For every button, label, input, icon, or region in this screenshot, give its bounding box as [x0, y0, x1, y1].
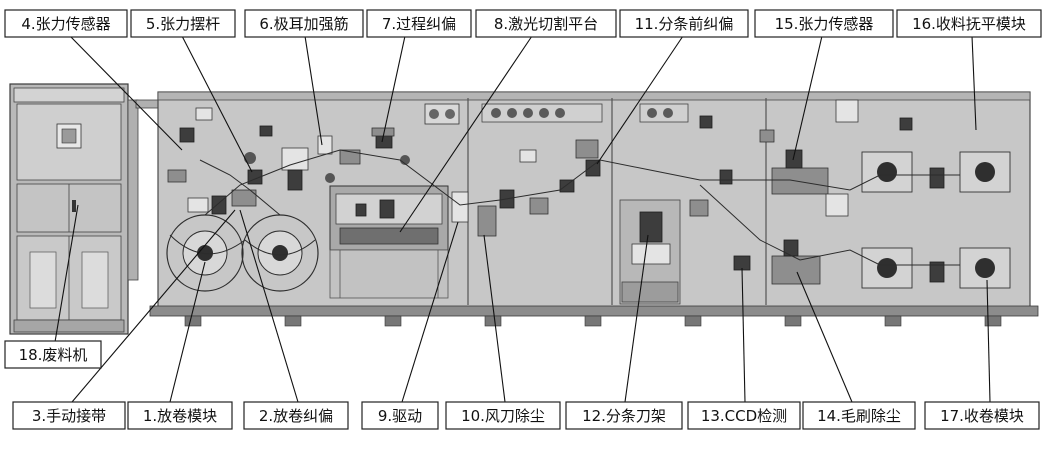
label-3-text: 3.手动接带 — [32, 407, 106, 425]
label-6-text: 6.极耳加强筋 — [259, 15, 348, 33]
label-11: 11.分条前纠偏 — [619, 9, 749, 38]
feet — [184, 315, 1002, 327]
label-5: 5.张力摆杆 — [130, 9, 236, 38]
label-3: 3.手动接带 — [12, 401, 126, 430]
label-14: 14.毛刷除尘 — [802, 401, 916, 430]
unwind-section — [166, 107, 319, 292]
label-17: 17.收卷模块 — [924, 401, 1040, 430]
base-rail — [149, 305, 1039, 317]
leader-9 — [401, 221, 459, 403]
leader-10 — [483, 234, 506, 403]
leader-lines — [54, 35, 991, 403]
label-2-text: 2.放卷纠偏 — [259, 407, 333, 425]
label-14-text: 14.毛刷除尘 — [817, 407, 901, 425]
slitter-panel — [619, 103, 751, 305]
leader-16 — [971, 35, 977, 131]
leader-11 — [596, 35, 684, 165]
laser-cutting-platform — [329, 185, 449, 299]
label-12: 12.分条刀架 — [565, 401, 683, 430]
label-18-text: 18.废料机 — [19, 346, 88, 364]
leader-12 — [624, 234, 649, 403]
label-9: 9.驱动 — [361, 401, 439, 430]
middle-panel-a — [477, 103, 603, 237]
label-1-text: 1.放卷模块 — [143, 407, 217, 425]
label-16-text: 16.收料抚平模块 — [912, 15, 1026, 33]
leader-15 — [792, 35, 823, 161]
label-15: 15.张力传感器 — [754, 9, 894, 38]
label-4: 4.张力传感器 — [4, 9, 128, 38]
label-13-text: 13.CCD检测 — [701, 407, 787, 425]
label-6: 6.极耳加强筋 — [244, 9, 364, 38]
leader-6 — [304, 35, 323, 146]
leader-1 — [169, 261, 206, 403]
label-7-text: 7.过程纠偏 — [382, 15, 456, 33]
drive-unit — [451, 191, 469, 223]
leader-14 — [796, 271, 853, 403]
label-12-text: 12.分条刀架 — [582, 407, 666, 425]
waste-machine-cabinet — [9, 83, 159, 335]
leader-3 — [71, 209, 236, 403]
label-16: 16.收料抚平模块 — [896, 9, 1042, 38]
label-10-text: 10.风刀除尘 — [461, 407, 545, 425]
label-17-text: 17.收卷模块 — [940, 407, 1024, 425]
label-9-text: 9.驱动 — [378, 407, 422, 425]
leader-13 — [741, 267, 746, 403]
rewind-panel — [759, 99, 1011, 289]
label-4-text: 4.张力传感器 — [21, 15, 110, 33]
leader-2 — [239, 209, 299, 403]
leader-4 — [69, 35, 183, 151]
machine-illustration — [9, 83, 1039, 335]
tension-section — [244, 103, 460, 191]
label-2: 2.放卷纠偏 — [243, 401, 349, 430]
label-10: 10.风刀除尘 — [445, 401, 561, 430]
label-8: 8.激光切割平台 — [475, 9, 617, 38]
label-13: 13.CCD检测 — [687, 401, 801, 430]
web-path — [169, 149, 960, 266]
leader-5 — [181, 35, 253, 173]
leader-17 — [986, 279, 991, 403]
leader-7 — [381, 35, 406, 143]
label-5-text: 5.张力摆杆 — [146, 15, 220, 33]
label-18: 18.废料机 — [4, 340, 102, 369]
label-15-text: 15.张力传感器 — [775, 15, 874, 33]
label-7: 7.过程纠偏 — [366, 9, 472, 38]
leader-8 — [399, 35, 533, 233]
label-11-text: 11.分条前纠偏 — [635, 15, 734, 33]
leader-18 — [54, 204, 79, 343]
label-1: 1.放卷模块 — [127, 401, 233, 430]
label-8-text: 8.激光切割平台 — [494, 15, 598, 33]
